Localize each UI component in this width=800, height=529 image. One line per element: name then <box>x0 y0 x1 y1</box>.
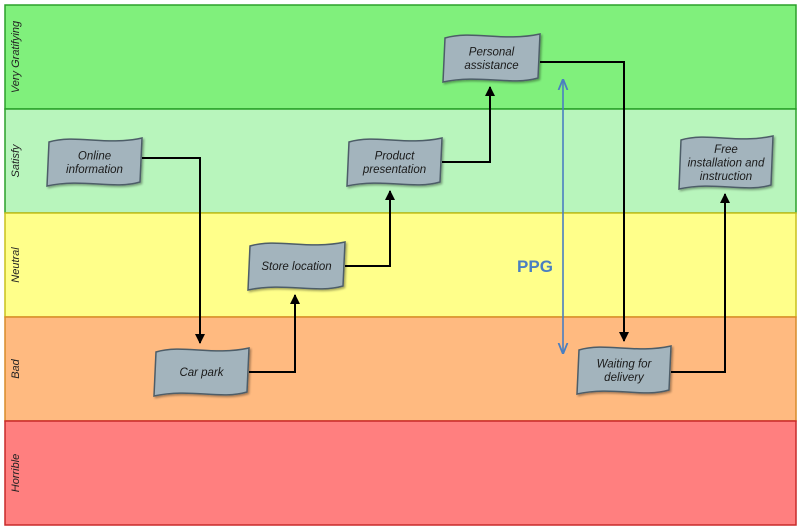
step-product-presentation: Product presentation <box>346 137 443 187</box>
step-label: instruction <box>700 171 752 183</box>
connector-arrow <box>671 193 730 373</box>
band-label: Neutral <box>10 247 22 283</box>
step-car-park: Car park <box>153 347 250 397</box>
connector-arrow <box>345 190 395 267</box>
step-label: Car park <box>179 367 224 379</box>
connector-arrow <box>142 157 205 344</box>
ppg-indicator: PPG <box>517 80 563 353</box>
step-box <box>247 241 346 291</box>
band-label: Very Gratifying <box>10 20 22 93</box>
band-background <box>4 4 797 110</box>
journey-connectors <box>142 61 730 373</box>
band-label: Satisfy <box>10 143 22 178</box>
step-label: assistance <box>464 60 518 72</box>
step-label: installation and <box>688 158 765 170</box>
step-store-location: Store location <box>247 241 346 291</box>
band-background <box>4 212 797 318</box>
step-label: information <box>66 164 123 176</box>
step-personal-assistance: Personal assistance <box>442 33 541 83</box>
band-bad: Bad <box>4 316 797 422</box>
step-label: Store location <box>261 261 331 273</box>
band-label: Horrible <box>10 454 22 493</box>
connector-arrow <box>540 61 629 342</box>
step-box <box>678 135 774 190</box>
step-label: Product <box>375 150 415 162</box>
ppg-label: PPG <box>517 257 553 276</box>
step-label: presentation <box>362 164 426 176</box>
step-box <box>442 33 541 83</box>
step-label: delivery <box>604 372 645 384</box>
band-neutral: Neutral <box>4 212 797 318</box>
step-label: Online <box>78 150 111 162</box>
connector-arrow <box>249 294 300 373</box>
step-label: Personal <box>469 46 515 58</box>
step-label: Free <box>714 144 738 156</box>
step-waiting-for-delivery: Waiting for delivery <box>576 345 672 395</box>
band-background <box>4 316 797 422</box>
step-online-information: Online information <box>46 137 143 187</box>
step-box <box>576 345 672 395</box>
connector-arrow <box>442 86 495 163</box>
step-box <box>346 137 443 187</box>
step-box <box>153 347 250 397</box>
band-label: Bad <box>10 358 22 378</box>
step-box <box>46 137 143 187</box>
band-horrible: Horrible <box>4 420 797 526</box>
step-label: Waiting for <box>597 358 653 370</box>
band-very-gratifying: Very Gratifying <box>4 4 797 110</box>
band-background <box>4 420 797 526</box>
